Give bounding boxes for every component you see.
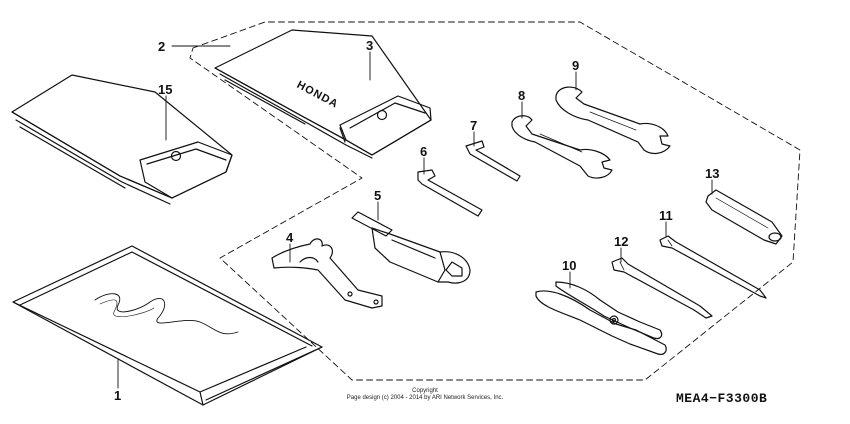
diagram-code: MEA4−F3300B	[676, 391, 768, 406]
pliers	[535, 281, 667, 355]
tool-bag-small	[11, 74, 233, 205]
tool-bag-large	[214, 29, 432, 159]
callout-7: 7	[470, 118, 477, 133]
callout-11: 11	[659, 208, 673, 223]
callout-9: 9	[572, 58, 579, 73]
callout-8: 8	[518, 88, 525, 103]
screwdriver-shaft	[659, 235, 767, 299]
screwdriver-handle	[705, 189, 783, 245]
open-end-wrench-9	[555, 86, 671, 155]
hex-key-small	[465, 140, 521, 182]
callout-15: 15	[158, 82, 172, 97]
owners-manual-envelope	[12, 245, 323, 406]
screwdriver-flat	[611, 257, 713, 319]
callout-labels: 2 3 15 1 4 5 6 7 8 9 10 11 12 13	[114, 38, 719, 403]
callout-5: 5	[374, 188, 381, 203]
copyright-line-2: Page design (c) 2004 - 2014 by ARI Netwo…	[346, 395, 504, 401]
callout-12: 12	[614, 234, 628, 249]
spark-plug-socket	[351, 211, 471, 284]
brand-logo-text: HONDA	[295, 79, 341, 111]
copyright-line-1: Copyright	[412, 388, 438, 394]
callout-13: 13	[705, 166, 719, 181]
leader-lines	[117, 45, 713, 389]
callout-3: 3	[366, 38, 373, 53]
kit-boundary-dashed	[189, 21, 801, 381]
callout-4: 4	[286, 230, 294, 245]
callout-1: 1	[114, 388, 121, 403]
callout-10: 10	[562, 258, 576, 273]
callout-2: 2	[158, 39, 165, 54]
hex-key-large	[417, 169, 483, 217]
callout-6: 6	[420, 144, 427, 159]
tool-bag-brand-logo: HONDA	[295, 79, 341, 111]
pin-spanner-wrench	[271, 238, 383, 309]
open-end-wrench-8	[511, 115, 613, 179]
